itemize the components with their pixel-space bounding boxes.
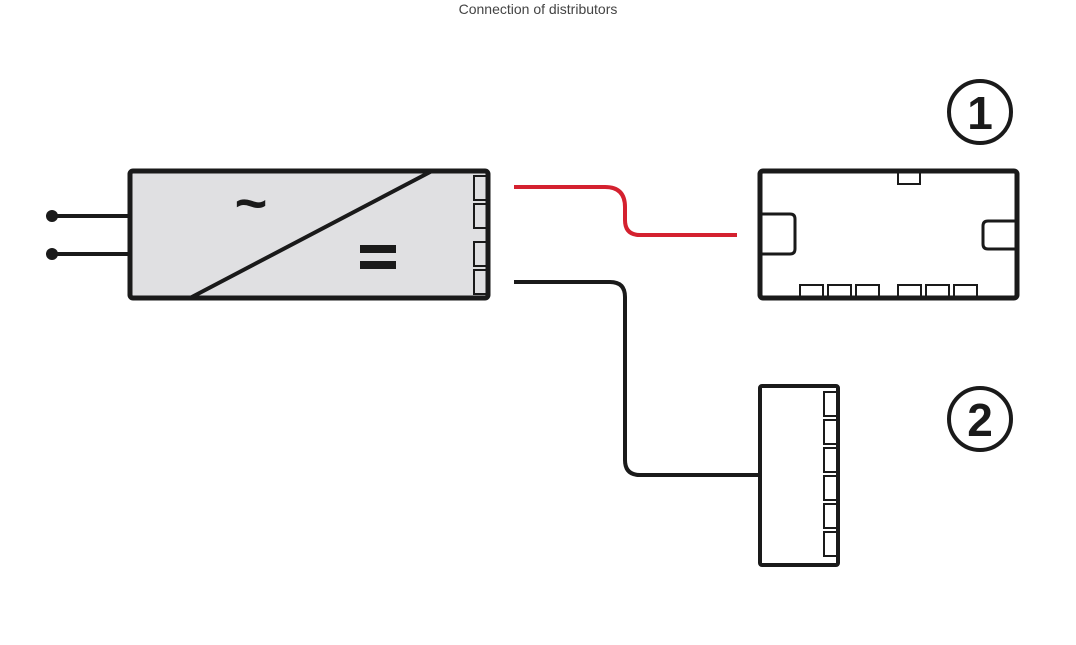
output-connectors bbox=[473, 175, 488, 295]
negative-wire bbox=[514, 280, 761, 477]
distributor-2 bbox=[758, 384, 840, 567]
label-marker-1: 1 bbox=[947, 79, 1013, 145]
label-2-text: 2 bbox=[967, 394, 993, 446]
label-1-text: 1 bbox=[967, 87, 993, 139]
positive-wire bbox=[514, 185, 737, 237]
diagram-caption: Connection of distributors bbox=[458, 1, 618, 17]
label-marker-2: 2 bbox=[947, 386, 1013, 452]
mains-input-wires bbox=[46, 210, 131, 260]
distributor-1 bbox=[757, 168, 1020, 301]
power-supply-unit: ~ bbox=[127, 168, 491, 301]
dc-symbol bbox=[360, 245, 396, 269]
ac-symbol: ~ bbox=[235, 171, 268, 234]
